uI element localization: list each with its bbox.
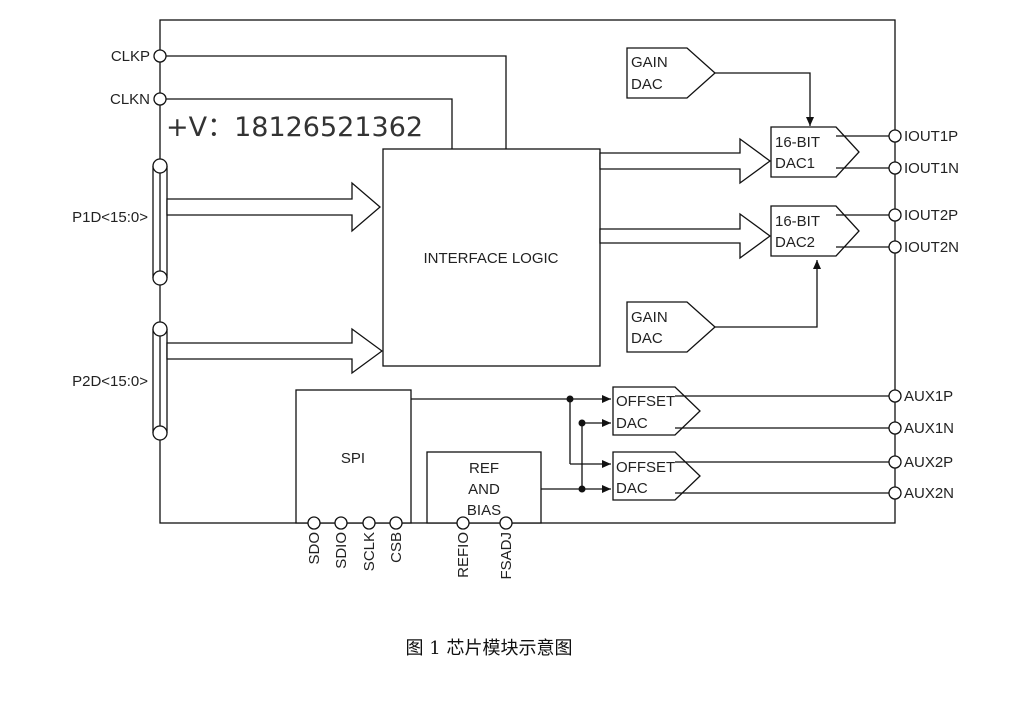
offset-dac2-block <box>612 451 701 501</box>
iout2n-label: IOUT2N <box>904 239 959 256</box>
dac2-line1: 16-BIT <box>775 213 820 230</box>
iout1n-pin <box>888 161 902 175</box>
p1d-label: P1D<15:0> <box>72 209 148 226</box>
dac1-block <box>770 126 860 178</box>
iout2p-label: IOUT2P <box>904 207 958 224</box>
dac2-block <box>770 205 860 257</box>
aux2n-pin <box>888 486 902 500</box>
gain-dac-bottom-block <box>626 301 716 353</box>
iout2n-pin <box>888 240 902 254</box>
p2d-label: P2D<15:0> <box>72 373 148 390</box>
junction-dot <box>566 395 574 403</box>
watermark-text: +V：18126521362 <box>166 112 423 143</box>
ref-bias-line1: REF <box>469 460 499 477</box>
spi-label: SPI <box>341 450 365 467</box>
gain-dac-top-line2: DAC <box>631 76 663 93</box>
aux1p-pin <box>888 389 902 403</box>
spi-block <box>295 389 412 524</box>
clkn-label: CLKN <box>110 91 150 108</box>
p2d-bus-top-cap <box>152 321 168 337</box>
csb-pin <box>389 516 403 530</box>
clkp-label: CLKP <box>111 48 150 65</box>
fsadj-label: FSADJ <box>498 532 515 580</box>
interface-logic-block <box>382 148 601 367</box>
gain-dac-top-line1: GAIN <box>631 54 668 71</box>
junction-dot <box>578 419 586 427</box>
p1d-bus-bottom-cap <box>152 270 168 286</box>
fsadj-pin <box>499 516 513 530</box>
gain-dac-bottom-wire <box>715 260 821 328</box>
ref-bias-block <box>426 451 542 524</box>
sdio-label: SDIO <box>333 532 350 569</box>
dac2-line2: DAC2 <box>775 234 815 251</box>
aux2p-pin <box>888 455 902 469</box>
aux1p-label: AUX1P <box>904 388 953 405</box>
csb-label: CSB <box>388 532 405 563</box>
offset-dac2-line1: OFFSET <box>616 459 675 476</box>
dac1-bus-arrow <box>599 137 772 185</box>
junction-dot <box>578 485 586 493</box>
gain-dac-bottom-line1: GAIN <box>631 309 668 326</box>
p1d-bus <box>152 166 168 278</box>
iout1n-label: IOUT1N <box>904 160 959 177</box>
clkn-pin <box>153 92 167 106</box>
dac1-line2: DAC1 <box>775 155 815 172</box>
offset-dac1-line1: OFFSET <box>616 393 675 410</box>
clkn-wire <box>166 98 453 149</box>
sdo-pin <box>307 516 321 530</box>
figure-caption: 图 1 芯片模块示意图 <box>406 638 573 659</box>
dac1-line1: 16-BIT <box>775 134 820 151</box>
ref-bias-line3: BIAS <box>467 502 501 519</box>
iout1p-pin <box>888 129 902 143</box>
sclk-pin <box>362 516 376 530</box>
gain-dac-top-wire <box>715 72 814 126</box>
p1d-bus-arrow <box>166 181 381 233</box>
refio-label: REFIO <box>455 532 472 578</box>
clkp-pin <box>153 49 167 63</box>
gain-dac-bottom-line2: DAC <box>631 330 663 347</box>
interface-logic-label: INTERFACE LOGIC <box>423 250 558 267</box>
iout1p-label: IOUT1P <box>904 128 958 145</box>
aux1n-label: AUX1N <box>904 420 954 437</box>
sclk-label: SCLK <box>361 532 378 571</box>
p1d-bus-top-cap <box>152 158 168 174</box>
offset-dac2-line2: DAC <box>616 480 648 497</box>
aux2p-label: AUX2P <box>904 454 953 471</box>
sdo-label: SDO <box>306 532 323 565</box>
dac2-bus-arrow <box>599 212 772 260</box>
iout2p-pin <box>888 208 902 222</box>
offset-dac1-block <box>612 386 701 436</box>
refio-pin <box>456 516 470 530</box>
watermark-box <box>164 108 451 145</box>
sdio-pin <box>334 516 348 530</box>
aux1n-pin <box>888 421 902 435</box>
aux2n-label: AUX2N <box>904 485 954 502</box>
p2d-bus-bottom-cap <box>152 425 168 441</box>
ref-offset-bus <box>541 423 583 490</box>
clkp-wire <box>166 55 507 149</box>
ref-bias-line2: AND <box>468 481 500 498</box>
offset-dac1-line2: DAC <box>616 415 648 432</box>
p2d-bus-arrow <box>166 327 384 375</box>
gain-dac-top-block <box>626 47 716 99</box>
